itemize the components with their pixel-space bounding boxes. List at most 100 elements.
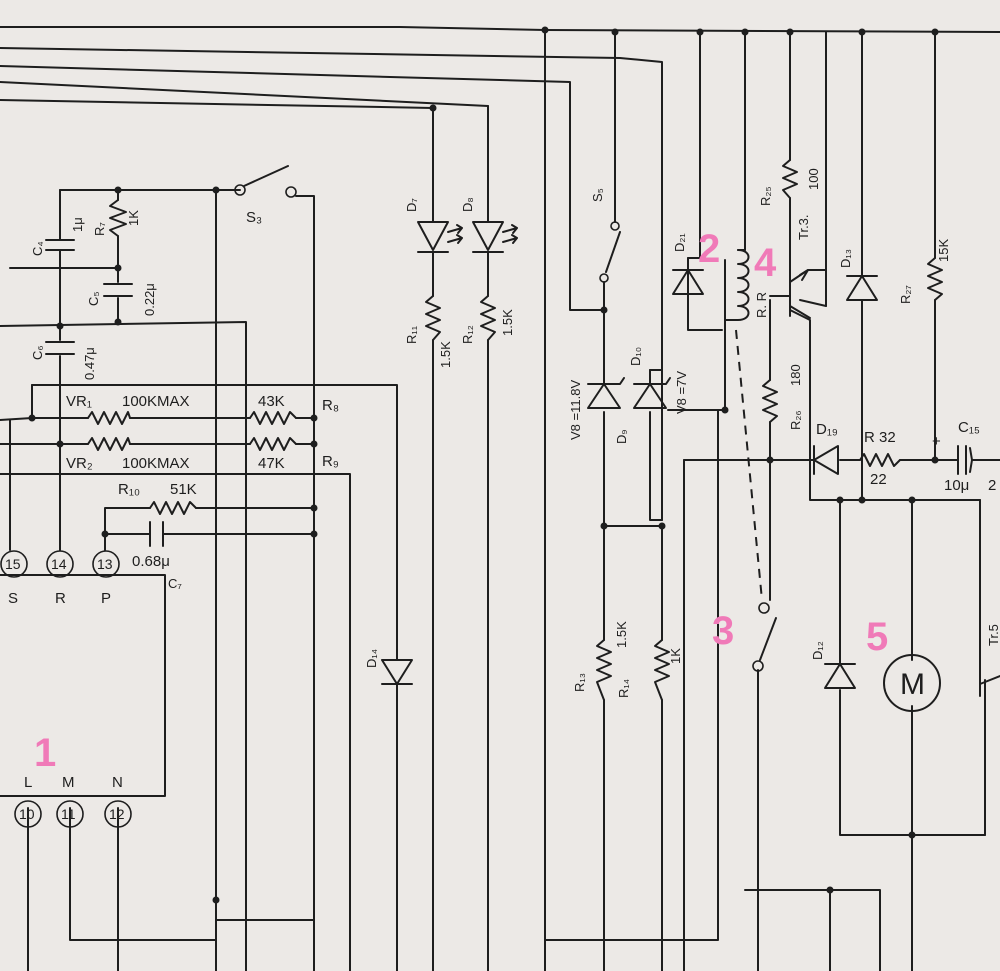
motor <box>883 654 941 712</box>
junction-dots <box>28 26 939 904</box>
label-s5: S₅ <box>590 188 605 202</box>
pin-circle <box>14 800 42 828</box>
label-r32: R 32 <box>864 429 896 446</box>
switch-s5 <box>599 221 621 283</box>
label-c5: C₅ <box>86 291 101 306</box>
resistor-vr2 <box>87 437 131 451</box>
relay-coil <box>724 249 750 321</box>
label-r7-value: 1K <box>126 210 141 226</box>
annotation-5: 5 <box>866 615 888 659</box>
label-r9-value: 47K <box>258 455 285 472</box>
switch-s3 <box>234 165 297 198</box>
label-d19: D₁₉ <box>816 421 838 438</box>
pin-circle <box>46 550 74 578</box>
label-d10: D₁₀ <box>628 347 643 366</box>
pin-number: 15 <box>5 556 21 572</box>
label-s3: S₃ <box>246 209 262 226</box>
led-d8 <box>472 221 518 253</box>
wiring <box>0 26 1000 971</box>
label-r7: R₇ <box>92 222 107 236</box>
diode-d14 <box>381 649 413 701</box>
label-r26: R₂₆ <box>788 410 803 430</box>
led-d7 <box>417 221 463 253</box>
pin-number: 11 <box>61 806 76 822</box>
label-r8-value: 43K <box>258 393 285 410</box>
label-d8: D₈ <box>460 197 475 212</box>
resistor-r12 <box>480 295 496 341</box>
pin-letter: N <box>112 774 123 791</box>
label-c6: C₆ <box>30 345 45 360</box>
label-relay: R. R <box>754 292 769 318</box>
pin-number: 12 <box>109 806 125 822</box>
label-c15: C₁₅ <box>958 419 980 436</box>
capacitor-c6 <box>45 341 75 355</box>
pin-letter: R <box>55 590 66 607</box>
pin-circle <box>0 550 28 578</box>
label-r14: R₁₄ <box>616 679 631 698</box>
label-vr2: VR₂ <box>66 455 93 472</box>
annotation-2: 2 <box>698 227 720 271</box>
label-d9: D₉ <box>614 429 629 444</box>
label-d21: D₂₁ <box>672 233 687 252</box>
annotation-numbers: 1 2 3 4 5 <box>34 227 888 775</box>
annotation-3: 3 <box>712 609 734 653</box>
label-tr3: Tr.3. <box>796 214 811 240</box>
zener-d9 <box>587 369 625 409</box>
resistor-r10 <box>149 501 197 515</box>
label-c6-value: 0.47μ <box>82 347 97 380</box>
label-r13: R₁₃ <box>572 673 587 692</box>
label-r26-value: 180 <box>788 364 803 386</box>
label-r9: R₉ <box>322 453 339 470</box>
pin-number: 10 <box>19 806 35 822</box>
resistor-r14 <box>654 639 670 701</box>
resistor-r26 <box>762 379 778 423</box>
label-r11-value: 1.5K <box>438 341 453 368</box>
label-r10: R₁₀ <box>118 481 140 498</box>
resistor-r11 <box>425 295 441 341</box>
resistor-r8 <box>249 411 297 425</box>
relay-switch <box>752 602 777 672</box>
pin-number: 14 <box>51 556 67 572</box>
diode-d19 <box>807 445 839 475</box>
label-r25: R₂₅ <box>758 186 773 206</box>
label-vr1-value: 100KMAX <box>122 393 190 410</box>
label-r13-value: 1.5K <box>614 621 629 648</box>
resistor-r13 <box>596 639 612 701</box>
diode-d13 <box>846 265 878 301</box>
label-c15-extra: 2 <box>988 477 996 494</box>
zener-d10 <box>633 369 671 409</box>
label-d14: D₁₄ <box>364 649 379 668</box>
annotation-4: 4 <box>754 241 777 285</box>
label-r32-value: 22 <box>870 471 887 488</box>
label-vr1: VR₁ <box>66 393 92 410</box>
resistor-r7 <box>109 199 127 237</box>
resistor-r25 <box>782 159 798 199</box>
label-r12-value: 1.5K <box>500 309 515 336</box>
label-r14-value: 1K <box>668 648 683 664</box>
label-r27-value: 15K <box>936 239 951 262</box>
pin-letter: L <box>24 774 32 791</box>
transistor-tr3 <box>769 269 827 319</box>
label-c15-value: 10μ <box>944 477 969 494</box>
pin-circle <box>92 550 120 578</box>
transistor-tr5 <box>979 639 1000 697</box>
label-vr2-value: 100KMAX <box>122 455 190 472</box>
label-d13: D₁₃ <box>838 249 853 268</box>
label-d12: D₁₂ <box>810 641 825 660</box>
label-c4-value: 1μ <box>70 217 85 232</box>
label-c068: 0.68μ <box>132 553 170 570</box>
capacitor-c15 <box>957 445 973 475</box>
ic-package: C₇ <box>0 574 182 797</box>
label-c4: C₄ <box>30 241 45 256</box>
resistor-r9 <box>249 437 297 451</box>
pin-number: 13 <box>97 556 113 572</box>
label-v8-d9: V8 =11.8V <box>568 380 583 440</box>
component-labels: C₄ 1μ R₇ 1K C₅ 0.22μ C₆ 0.47μ VR₁ 100KMA… <box>30 168 1000 701</box>
label-r8: R₈ <box>322 397 339 414</box>
diode-d12 <box>824 639 856 689</box>
label-tr5: Tr.5 <box>986 624 1000 646</box>
ic-pins: 15 14 13 S R P 10 11 12 L M N <box>0 550 132 828</box>
relay-linkage <box>735 329 763 601</box>
label-r25-value: 100 <box>806 168 821 190</box>
